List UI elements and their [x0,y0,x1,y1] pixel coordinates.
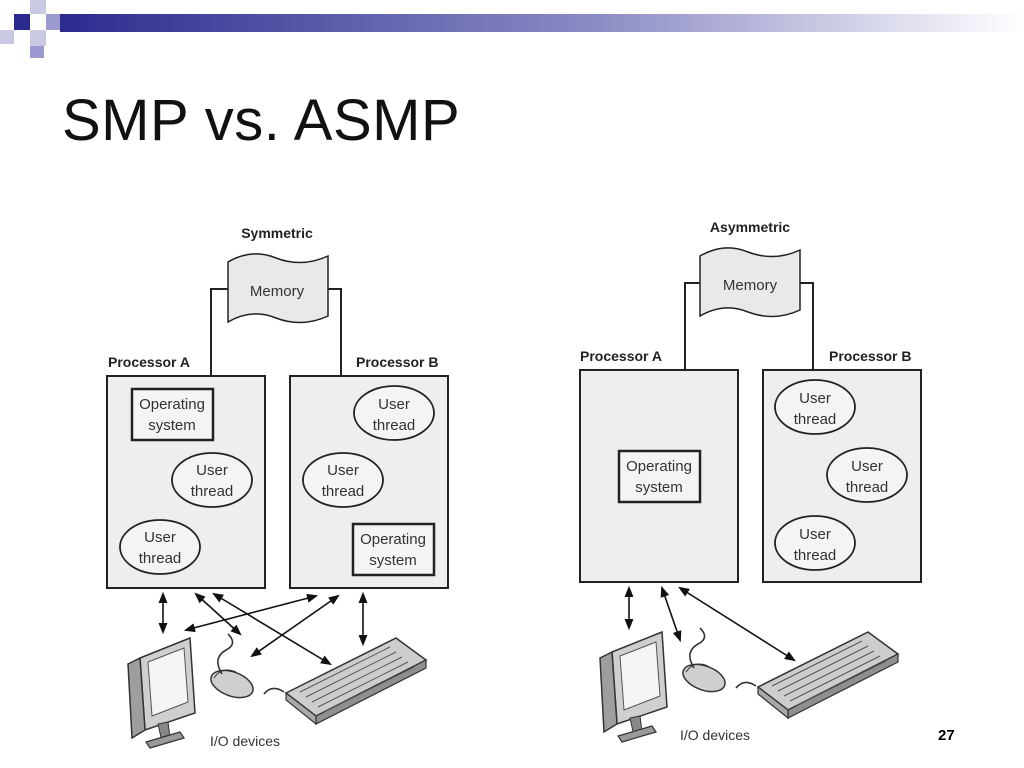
symmetric-a-thread-2 [119,519,201,575]
asymmetric-memory-label: Memory [723,277,778,294]
symmetric-heading: Symmetric [241,225,313,241]
symmetric-bus-a [210,288,228,376]
asymmetric-b-thread-3 [774,515,856,571]
page-number: 27 [938,727,955,744]
thread-label-line1: User [327,462,359,479]
thread-label-line2: thread [373,417,416,434]
thread-label-line1: User [144,529,176,546]
thread-label-line1: User [799,526,831,543]
os-label-line2: system [148,417,196,434]
mouse-icon [678,627,730,698]
monitor-icon [599,631,668,743]
symmetric-b-thread-2 [302,452,384,508]
symmetric-memory-shape [227,253,329,324]
symmetric-bus-b [328,288,342,376]
symmetric-a-os-box [130,387,215,442]
mouse-icon [206,633,258,704]
thread-label-line1: User [378,396,410,413]
asymmetric-memory-shape [699,247,801,318]
thread-label-line2: thread [794,411,837,428]
asymmetric-io-label: I/O devices [680,727,750,743]
os-label-line1: Operating [360,531,426,548]
thread-label-line2: thread [322,483,365,500]
symmetric-b-thread-1 [353,385,435,441]
symmetric-processor-a-label: Processor A [108,354,190,370]
os-label-line1: Operating [139,396,205,413]
thread-label-line2: thread [191,483,234,500]
os-label-line2: system [635,479,683,496]
slide-decoration [0,0,1024,58]
asymmetric-processor-b-label: Processor B [829,348,911,364]
asymmetric-b-thread-1 [774,379,856,435]
thread-label-line2: thread [794,547,837,564]
symmetric-b-os-box [351,522,436,577]
asymmetric-io-arrows [624,585,796,662]
asymmetric-bus-b [800,282,814,370]
asymmetric-processor-a-label: Processor A [580,348,662,364]
thread-label-line2: thread [846,479,889,496]
os-label-line1: Operating [626,458,692,475]
symmetric-io-label: I/O devices [210,733,280,749]
symmetric-a-thread-1 [171,452,253,508]
thread-label-line1: User [799,390,831,407]
symmetric-io-arrows [158,591,368,666]
keyboard-icon [263,637,427,725]
monitor-icon [127,637,196,749]
os-label-line2: system [369,552,417,569]
thread-label-line2: thread [139,550,182,567]
keyboard-icon [735,631,899,719]
asymmetric-a-os-box [617,449,702,504]
symmetric-memory-label: Memory [250,283,305,300]
symmetric-processor-b-label: Processor B [356,354,438,370]
thread-label-line1: User [851,458,883,475]
thread-label-line1: User [196,462,228,479]
asymmetric-b-thread-2 [826,447,908,503]
asymmetric-bus-a [684,282,700,370]
slide-title: SMP vs. ASMP [62,88,461,153]
asymmetric-heading: Asymmetric [710,219,790,235]
